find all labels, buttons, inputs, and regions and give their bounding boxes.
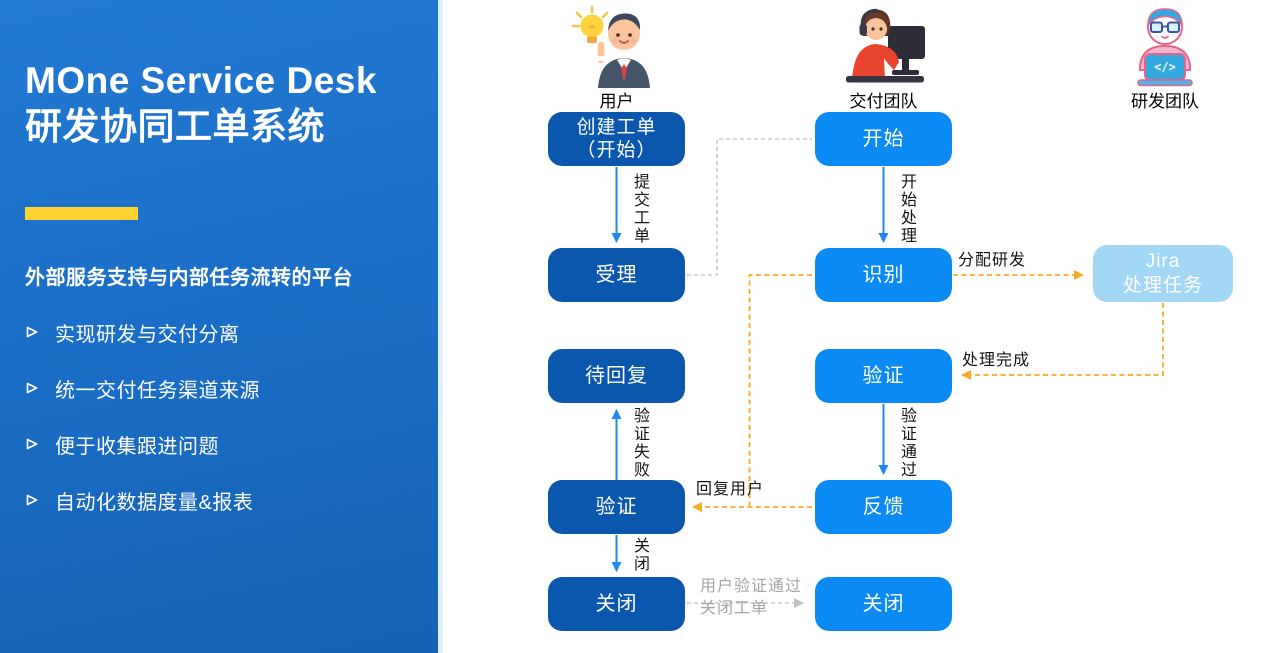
edge-label-close-note-line2: 关闭工单 [700,600,769,617]
link-identify-reply-branch [748,274,812,507]
node-start: 开始 [815,112,952,166]
edge-label-close-note-line1: 用户验证通过 [700,578,803,595]
yellow-divider [25,207,138,220]
edge-label-close-note: 用户验证通过 关闭工单 [700,576,802,620]
node-identify: 识别 [815,248,952,302]
lane-label-dev-team: 研发团队 [1131,92,1199,111]
node-jira-task: Jira 处理任务 [1093,245,1233,302]
code-glyph: </> [1154,60,1176,74]
lane-label-user: 用户 [599,92,634,111]
edge-label-submit-ticket: 提交工单 [631,173,648,245]
edge-label-start-process: 开始处理 [898,173,915,245]
page-title: MOne Service Desk 研发协同工单系统 [25,58,377,150]
node-jira-line1: Jira [1145,251,1181,273]
node-create-ticket: 创建工单 （开始） [548,112,685,166]
list-item: 统一交付任务渠道来源 [25,376,260,402]
node-accept: 受理 [548,248,685,302]
node-create-line1: 创建工单 [576,116,657,138]
edge-label-verify-fail: 验证失败 [631,407,648,479]
edge-label-assign-dev: 分配研发 [958,252,1027,269]
edge-label-close: 关闭 [631,537,648,573]
user-idea-icon [571,5,650,88]
bullet-text: 实现研发与交付分离 [55,323,240,346]
arrow-bullet-icon [26,438,38,450]
bullet-text: 统一交付任务渠道来源 [55,379,260,402]
node-wait-reply: 待回复 [548,349,685,403]
edge-label-process-done: 处理完成 [962,352,1031,369]
sidebar: MOne Service Desk 研发协同工单系统 外部服务支持与内部任务流转… [0,0,438,653]
list-item: 实现研发与交付分离 [25,320,260,346]
link-accept-to-start [687,138,812,276]
node-user-close: 关闭 [548,577,685,631]
sidebar-edge-strip [438,0,443,653]
arrow-bullet-icon [26,326,38,338]
list-item: 便于收集跟进问题 [25,432,260,458]
sidebar-subtitle: 外部服务支持与内部任务流转的平台 [25,267,353,289]
edge-label-reply-user: 回复用户 [696,481,765,498]
node-jira-line2: 处理任务 [1122,274,1203,296]
node-team-verify: 验证 [815,349,952,403]
node-feedback: 反馈 [815,480,952,534]
support-agent-monitor-icon [846,8,925,83]
node-user-verify: 验证 [548,480,685,534]
bullet-text: 自动化数据度量&报表 [55,491,254,514]
arrow-bullet-icon [26,382,38,394]
developer-laptop-icon: </> [1137,8,1193,87]
node-create-line2: （开始） [576,140,657,161]
edge-label-verify-pass: 验证通过 [898,407,915,479]
arrow-bullet-icon [26,494,38,506]
node-team-close: 关闭 [815,577,952,631]
list-item: 自动化数据度量&报表 [25,488,260,514]
sidebar-bullet-list: 实现研发与交付分离 统一交付任务渠道来源 便于收集跟进问题 自动化数据度量&报表 [25,320,260,544]
lane-label-delivery-team: 交付团队 [849,92,918,111]
bullet-text: 便于收集跟进问题 [55,435,219,458]
page-title-line2: 研发协同工单系统 [25,106,325,147]
page-title-line1: MOne Service Desk [25,60,377,101]
